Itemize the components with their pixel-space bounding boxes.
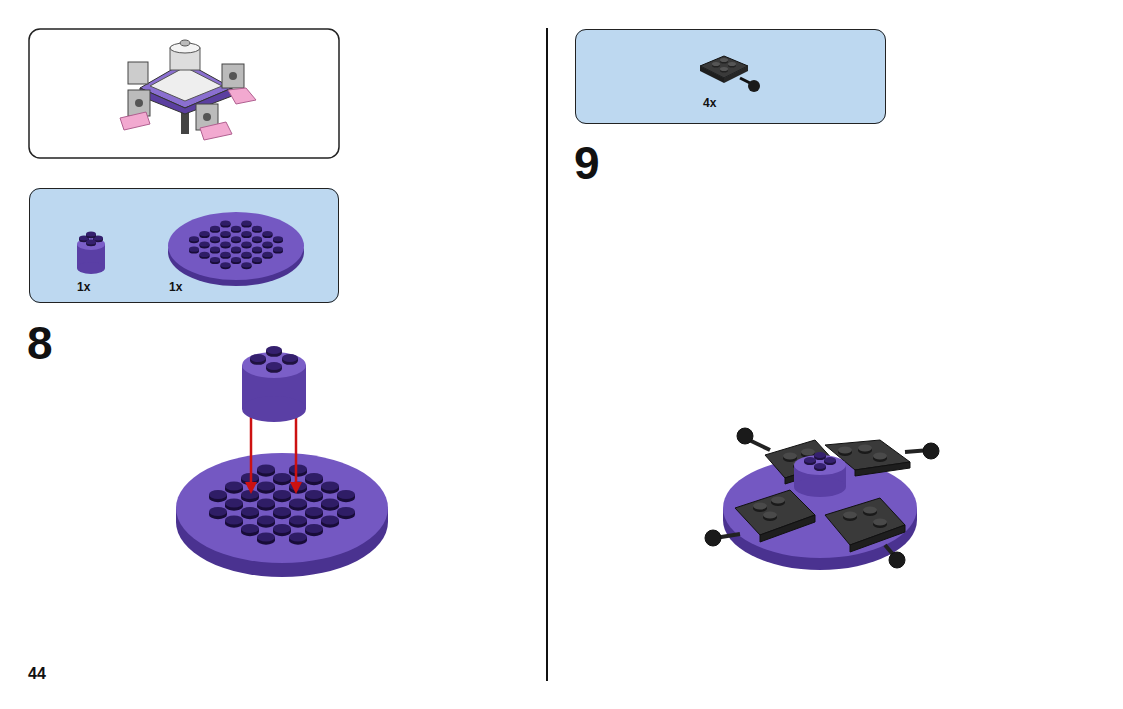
assembly-arrows [245, 410, 302, 494]
step-number: 8 [27, 320, 53, 366]
parts-list-panel: 1x 1x [29, 188, 339, 303]
stud-group [209, 465, 355, 545]
round-plate-part [168, 212, 304, 286]
stud-group [189, 221, 283, 270]
submodel-preview [120, 40, 256, 140]
parts-panel-fill [29, 188, 339, 303]
stud-group [753, 445, 887, 528]
preview-box [29, 29, 339, 158]
clip-plates-step9 [705, 428, 939, 568]
part-count: 1x [169, 281, 182, 293]
stud-group [712, 58, 736, 72]
stud-group [250, 346, 298, 373]
clip-plate-part [700, 56, 760, 92]
part-count: 4x [703, 97, 716, 109]
parts-list-panel: 4x [575, 29, 886, 124]
stud-group [79, 232, 103, 247]
round-plate-step8 [176, 453, 388, 577]
page-divider [546, 28, 548, 681]
round-brick-step9 [794, 455, 846, 497]
round-brick-step8 [242, 352, 306, 422]
page-number: 44 [28, 666, 46, 682]
stud-group [804, 452, 836, 471]
parts-panel-fill [575, 29, 886, 124]
part-count: 1x [77, 281, 90, 293]
step-number: 9 [574, 140, 600, 186]
round-brick-part [77, 238, 105, 274]
